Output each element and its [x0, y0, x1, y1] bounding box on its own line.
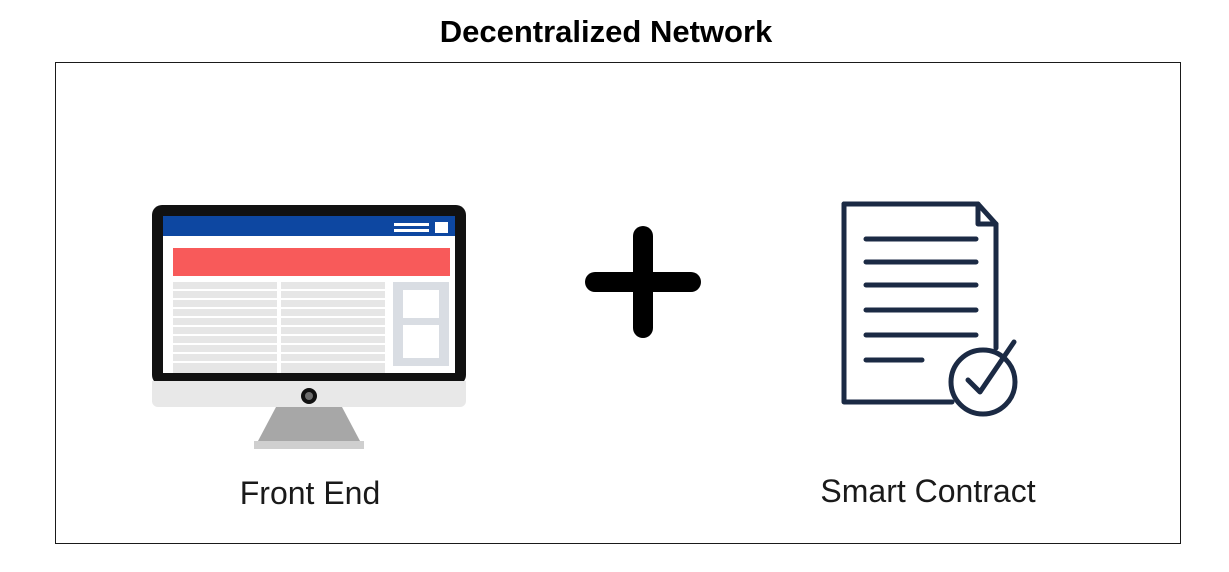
front-end-label: Front End	[239, 475, 381, 511]
document-check-icon	[841, 201, 1018, 417]
smart-contract-label: Smart Contract	[820, 473, 1036, 509]
monitor-icon	[152, 205, 466, 449]
diagram-title: Decentralized Network	[439, 14, 773, 49]
plus-icon	[585, 226, 701, 338]
network-frame	[55, 62, 1181, 544]
